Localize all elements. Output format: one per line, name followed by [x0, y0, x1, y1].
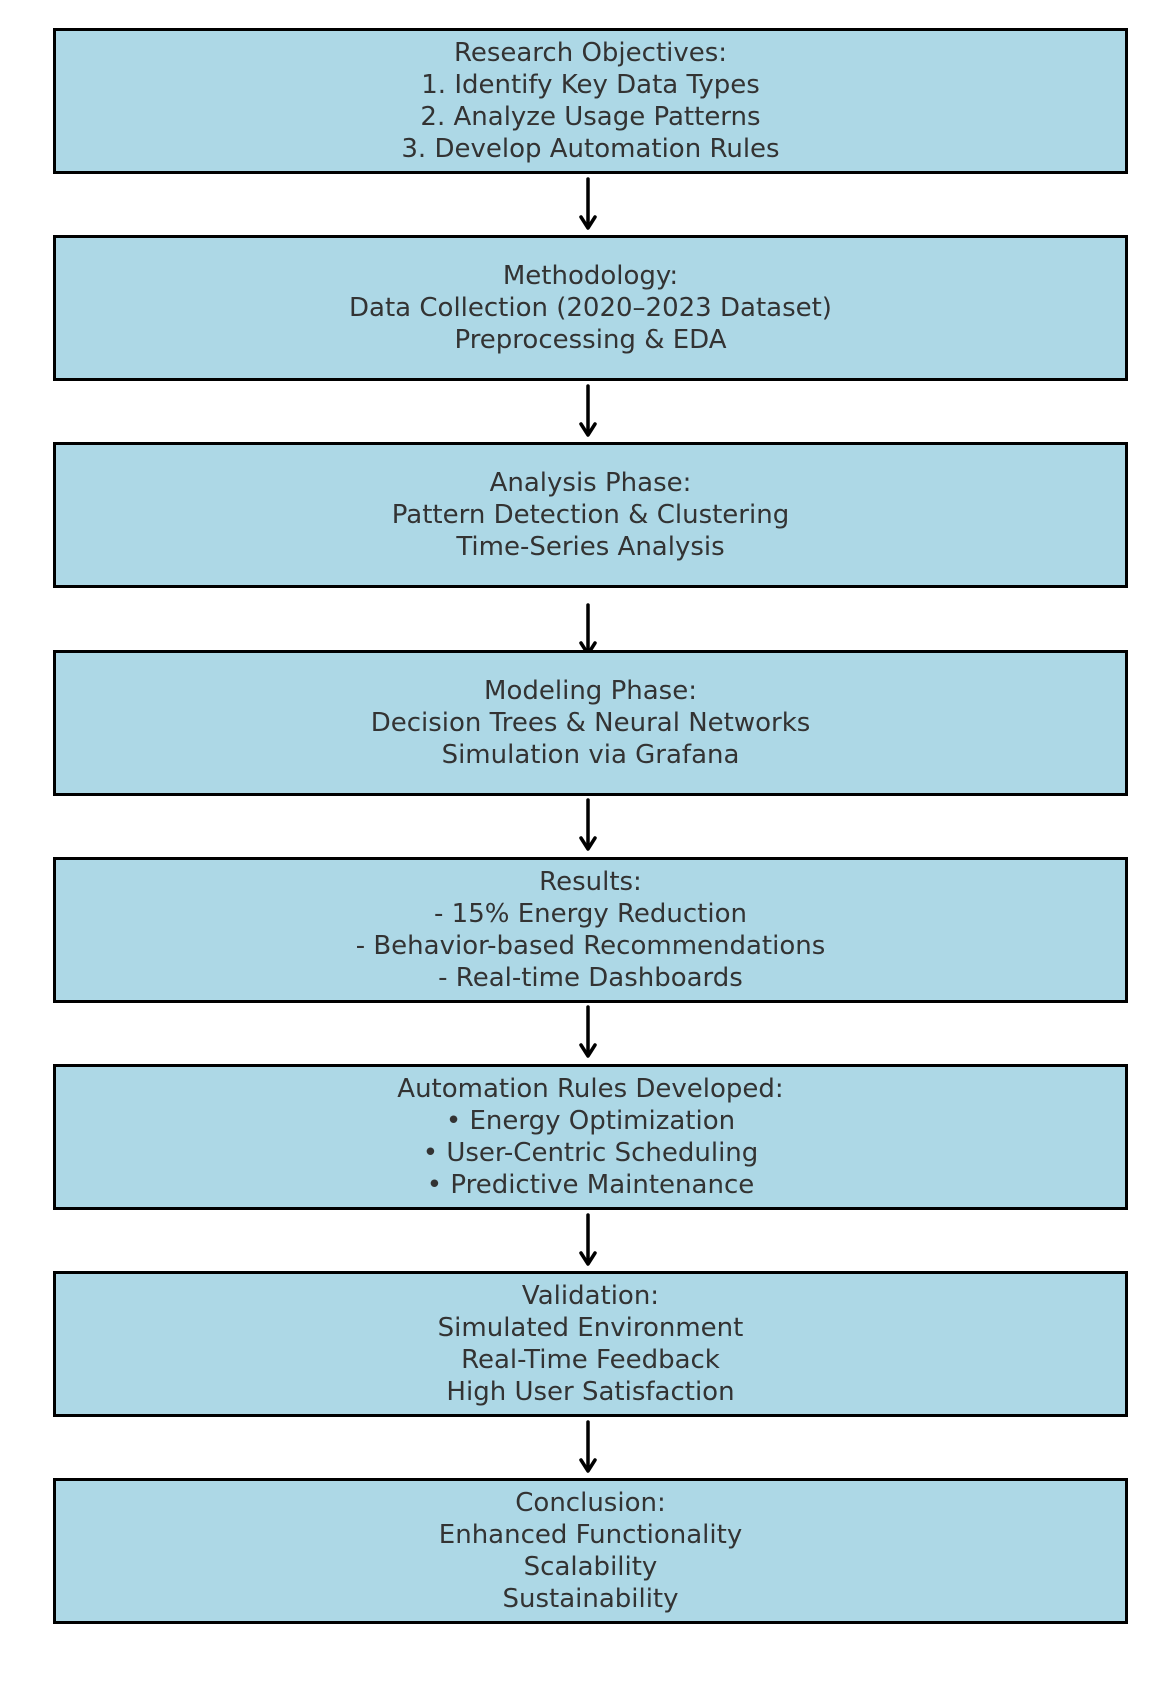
arrow-down-icon — [579, 177, 597, 230]
step-line: Sustainability — [502, 1584, 679, 1614]
arrow-down-icon — [579, 1005, 597, 1058]
step-line: - Real-time Dashboards — [438, 963, 743, 993]
step-line: • Energy Optimization — [445, 1106, 736, 1136]
step-results: Results: - 15% Energy Reduction - Behavi… — [53, 857, 1128, 1003]
step-heading: Methodology: — [502, 261, 679, 291]
arrow-down-icon — [579, 1213, 597, 1266]
step-line: 1. Identify Key Data Types — [421, 70, 760, 100]
step-line: Simulation via Grafana — [441, 740, 740, 770]
step-line: • User-Centric Scheduling — [422, 1138, 759, 1168]
step-line: Scalability — [523, 1552, 658, 1582]
step-heading: Automation Rules Developed: — [397, 1074, 784, 1104]
step-heading: Modeling Phase: — [484, 676, 697, 706]
step-line: 2. Analyze Usage Patterns — [420, 102, 761, 132]
step-line: • Predictive Maintenance — [426, 1170, 755, 1200]
step-heading: Research Objectives: — [453, 38, 728, 68]
step-heading: Validation: — [521, 1281, 660, 1311]
step-line: - Behavior-based Recommendations — [355, 931, 826, 961]
step-conclusion: Conclusion: Enhanced Functionality Scala… — [53, 1478, 1128, 1624]
step-automation-rules: Automation Rules Developed: • Energy Opt… — [53, 1064, 1128, 1210]
step-line: High User Satisfaction — [446, 1377, 735, 1407]
step-modeling-phase: Modeling Phase: Decision Trees & Neural … — [53, 650, 1128, 796]
step-line: Time-Series Analysis — [456, 532, 725, 562]
step-line: Real-Time Feedback — [461, 1345, 720, 1375]
step-line: Pattern Detection & Clustering — [391, 500, 790, 530]
step-line: Enhanced Functionality — [438, 1520, 743, 1550]
step-analysis-phase: Analysis Phase: Pattern Detection & Clus… — [53, 442, 1128, 588]
step-line: Simulated Environment — [437, 1313, 744, 1343]
step-research-objectives: Research Objectives: 1. Identify Key Dat… — [53, 28, 1128, 174]
step-line: Decision Trees & Neural Networks — [370, 708, 811, 738]
arrow-down-icon — [579, 1420, 597, 1473]
step-validation: Validation: Simulated Environment Real-T… — [53, 1271, 1128, 1417]
arrow-down-icon — [579, 798, 597, 851]
arrow-down-icon — [579, 384, 597, 437]
step-line: Data Collection (2020–2023 Dataset) — [349, 293, 832, 323]
step-line: Preprocessing & EDA — [454, 325, 727, 355]
step-methodology: Methodology: Data Collection (2020–2023 … — [53, 235, 1128, 381]
step-heading: Results: — [539, 867, 642, 897]
step-line: - 15% Energy Reduction — [434, 899, 747, 929]
step-heading: Conclusion: — [515, 1488, 666, 1518]
step-heading: Analysis Phase: — [489, 468, 692, 498]
step-line: 3. Develop Automation Rules — [401, 134, 780, 164]
